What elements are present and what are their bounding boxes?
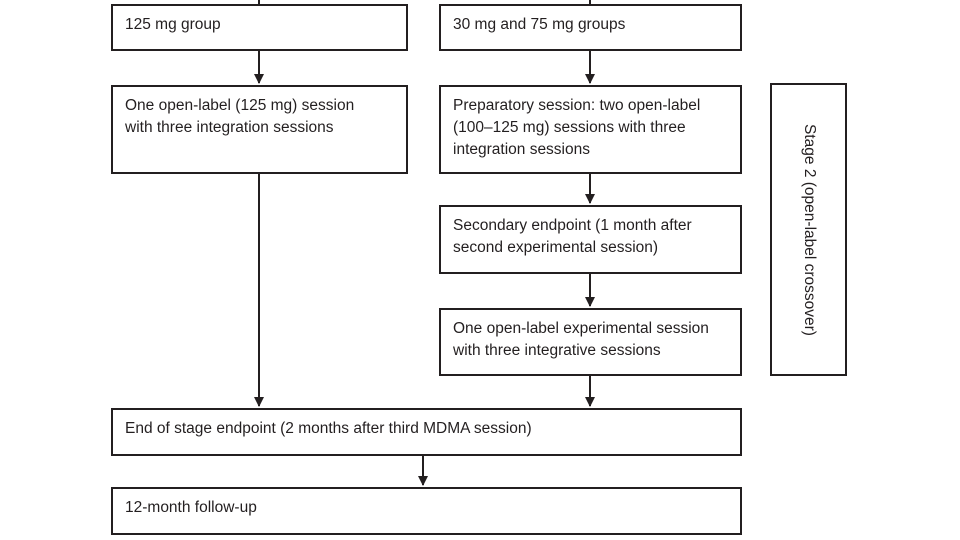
- box-preparatory-line1: Preparatory session: two open-label: [453, 97, 701, 114]
- box-open-label-experimental-line1: One open-label experimental session: [453, 320, 709, 337]
- stage-2-label-box: Stage 2 (open-label crossover): [770, 83, 847, 376]
- box-secondary-endpoint-line2: second experimental session): [453, 239, 659, 256]
- box-open-label-125mg-session: One open-label (125 mg) session with thr…: [111, 85, 408, 174]
- box-12-month-follow-up: 12-month follow-up: [111, 487, 742, 535]
- box-125mg-group: 125 mg group: [111, 4, 408, 51]
- box-preparatory-session: Preparatory session: two open-label (100…: [439, 85, 742, 174]
- box-30-75mg-groups: 30 mg and 75 mg groups: [439, 4, 742, 51]
- stage-2-label: Stage 2 (open-label crossover): [800, 123, 818, 336]
- box-follow-up-text: 12-month follow-up: [125, 499, 257, 516]
- box-preparatory-line2: (100–125 mg) sessions with three: [453, 119, 686, 136]
- box-open-label-experimental-session: One open-label experimental session with…: [439, 308, 742, 376]
- box-secondary-endpoint: Secondary endpoint (1 month after second…: [439, 205, 742, 274]
- box-secondary-endpoint-line1: Secondary endpoint (1 month after: [453, 217, 692, 234]
- box-30-75mg-groups-text: 30 mg and 75 mg groups: [453, 16, 626, 33]
- box-end-of-stage-endpoint: End of stage endpoint (2 months after th…: [111, 408, 742, 456]
- box-125mg-group-text: 125 mg group: [125, 16, 221, 33]
- box-open-label-experimental-line2: with three integrative sessions: [453, 342, 661, 359]
- box-end-of-stage-text: End of stage endpoint (2 months after th…: [125, 420, 532, 437]
- box-open-label-125mg-line1: One open-label (125 mg) session: [125, 97, 355, 114]
- box-preparatory-line3: integration sessions: [453, 141, 590, 158]
- box-open-label-125mg-line2: with three integration sessions: [125, 119, 334, 136]
